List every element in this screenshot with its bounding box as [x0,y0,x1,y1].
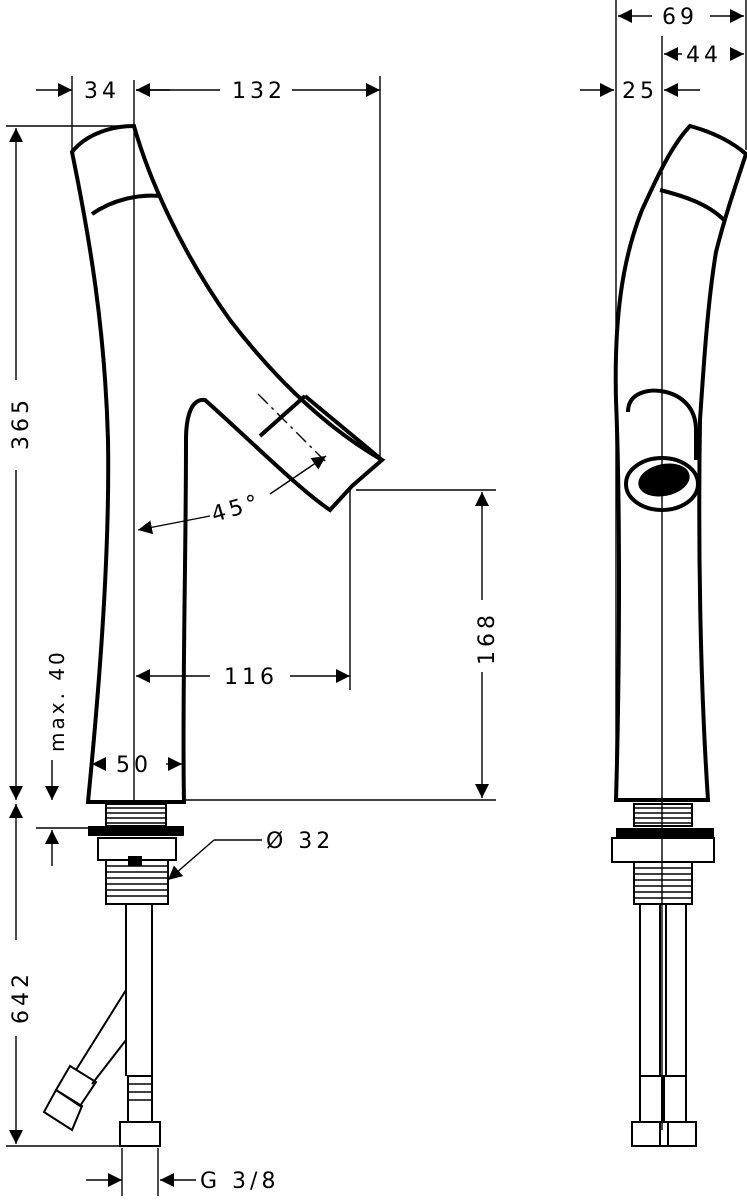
side-fittings [631,1075,697,1147]
dim-168-label: 168 [475,611,500,665]
dim-69 [618,0,747,150]
side-view: 69 44 25 [580,0,747,1147]
handle-band [90,193,161,216]
dim-642-label: 642 [9,970,34,1024]
aerator-ring [258,394,307,438]
faucet-body [69,123,386,804]
side-outlet [638,463,690,497]
dim-32-label: Ø 32 [266,829,334,854]
base-threads [105,803,167,827]
side-sleeve-threads [634,867,692,899]
dim-365-label: 365 [9,396,34,450]
side-thread-lines [634,807,692,824]
dim-g38 [86,1148,196,1196]
dim-44-label: 44 [686,43,722,68]
dim-642 [6,804,120,1147]
dim-45-arrow-right [269,455,327,495]
thread-lines [106,807,166,824]
dim-45-label: 45° [209,490,265,528]
dim-top [36,76,381,460]
front-view: 34 132 365 45° 116 168 [6,76,500,1196]
dim-32 [167,839,262,881]
hose-straight [125,904,153,1076]
hose-fitting-straight [119,1075,161,1147]
dim-365 [6,125,132,800]
clip [128,856,142,866]
side-base-flange [616,828,714,838]
aerator-ring-2 [303,394,384,462]
dim-25-label: 25 [622,79,658,104]
dim-max40-label: max. 40 [45,649,69,752]
dim-69-label: 69 [662,5,698,30]
hose-fitting-angled [42,1064,98,1132]
dim-116-label: 116 [224,665,278,690]
base-flange [88,826,184,836]
dim-116 [136,490,351,690]
side-hoses [639,904,687,1076]
side-mounting-nut [611,837,715,863]
side-aerator [626,388,698,460]
side-sleeve [633,861,693,905]
dim-132-label: 132 [232,79,286,104]
hose-angled [75,989,127,1085]
dim-34-label: 34 [84,79,120,104]
angle-centerline [257,393,329,465]
dim-168 [186,489,496,801]
dim-max40 [36,760,88,866]
dim-45-arrow-left [137,515,211,535]
sleeve-threads [106,865,168,897]
side-band [659,188,726,222]
dim-g38-label: G 3/8 [200,1169,279,1194]
dim-50-label: 50 [116,753,152,778]
side-base-threads [633,803,693,827]
